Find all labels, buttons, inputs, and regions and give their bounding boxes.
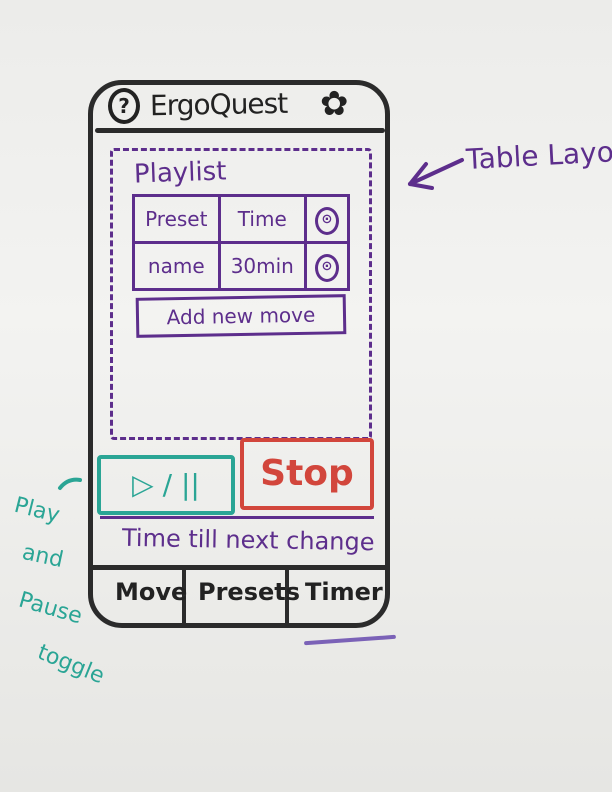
nav-tab-move[interactable]: Move xyxy=(115,578,188,606)
column-header-time: Time xyxy=(217,194,308,244)
add-new-move-button[interactable]: Add new move xyxy=(135,294,347,338)
toggle-pointer-icon xyxy=(58,477,82,490)
phone-frame xyxy=(88,80,390,628)
table-header-row: Preset Time ⊙ xyxy=(132,194,350,244)
row-action-cell[interactable]: ⊙ xyxy=(304,241,350,291)
controls-divider xyxy=(100,516,374,519)
table-layout-annotation: Table Layout? xyxy=(465,133,612,176)
nav-separator xyxy=(285,568,289,626)
nav-tab-timer[interactable]: Timer xyxy=(305,578,383,606)
row-preset-name[interactable]: name xyxy=(132,241,221,291)
column-header-action[interactable]: ⊙ xyxy=(304,194,350,244)
row-time-value[interactable]: 30min xyxy=(217,241,308,291)
header-circle-icon[interactable]: ⊙ xyxy=(315,206,339,235)
annotation-line: Play xyxy=(11,492,63,529)
help-icon[interactable]: ? xyxy=(108,88,140,124)
annotation-text: Table Layout? xyxy=(465,133,612,176)
column-header-preset: Preset xyxy=(132,194,221,244)
marker-stroke xyxy=(303,634,397,646)
table-row[interactable]: name 30min ⊙ xyxy=(132,241,350,291)
nav-tab-presets[interactable]: Presets xyxy=(198,578,301,606)
annotation-line: and xyxy=(19,539,66,574)
app-title: ErgoQuest xyxy=(149,86,288,123)
settings-gear-icon[interactable]: ✿ xyxy=(320,84,349,124)
time-till-next-change-text: Time till next change xyxy=(121,523,375,557)
nav-separator xyxy=(182,568,186,626)
playlist-table: Preset Time ⊙ name 30min ⊙ xyxy=(132,194,350,291)
annotation-arrow-icon xyxy=(408,158,464,190)
playlist-heading: Playlist xyxy=(133,156,227,190)
row-remove-icon[interactable]: ⊙ xyxy=(315,253,339,282)
play-pause-toggle-button[interactable]: ▷ / || xyxy=(97,455,235,515)
annotation-line: Pause xyxy=(15,587,85,630)
header-divider xyxy=(95,128,385,133)
nav-divider xyxy=(92,565,390,570)
stop-button[interactable]: Stop xyxy=(240,438,374,510)
annotation-line: toggle xyxy=(33,639,108,690)
